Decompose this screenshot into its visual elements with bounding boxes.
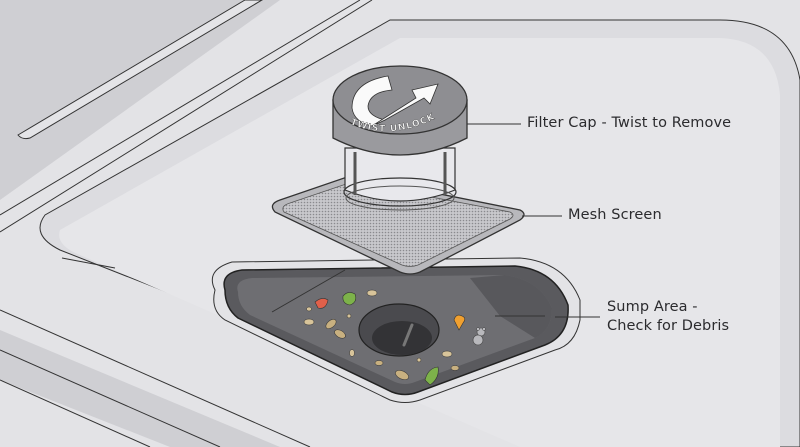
mesh-screen (271, 175, 525, 275)
label-mesh-screen: Mesh Screen (568, 207, 662, 223)
label-sump-area: Sump Area - Check for Debris (607, 298, 729, 336)
sump-area (211, 257, 581, 403)
debris (303, 289, 486, 386)
filter-cap: TWIST UNLOCK (332, 65, 468, 211)
leader-lines (467, 123, 600, 318)
label-sump-line2: Check for Debris (607, 318, 730, 334)
teddy-bear-icon (472, 327, 486, 346)
label-sump-line1: Sump Area - (607, 299, 698, 315)
curved-arrow-icon (351, 75, 439, 127)
label-filter-cap: Filter Cap - Twist to Remove (527, 115, 732, 131)
